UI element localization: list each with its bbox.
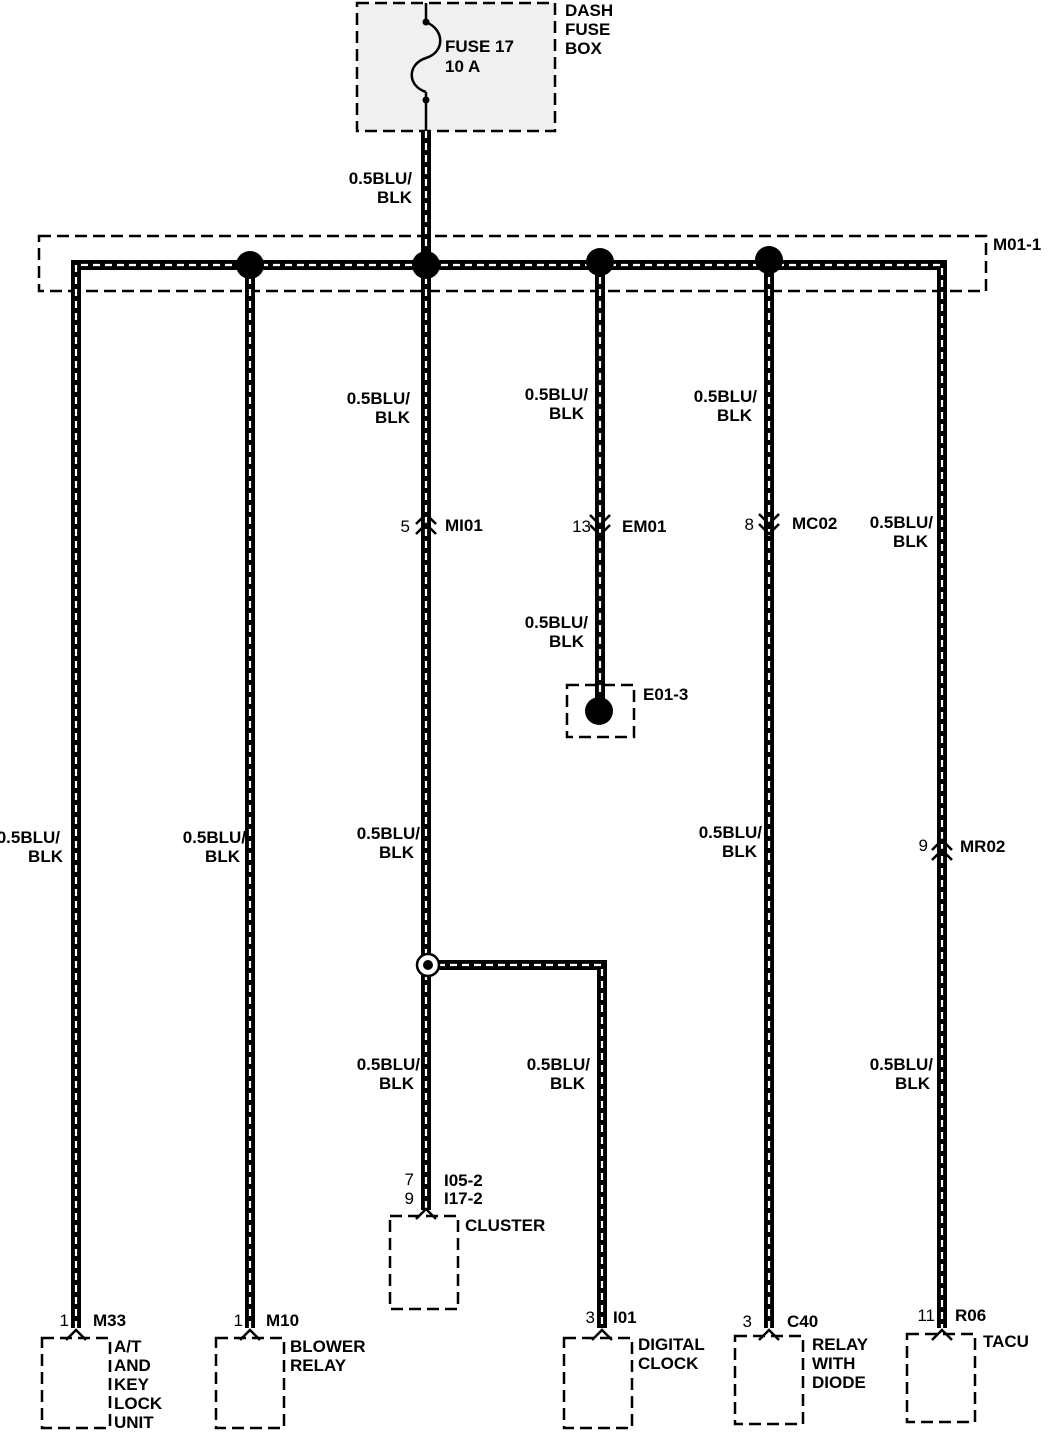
ground-box <box>565 683 636 739</box>
wire-label-m10-color: BLK <box>205 847 241 866</box>
component-i01-symbol <box>591 1328 613 1341</box>
component-r06-symbol <box>931 1328 953 1341</box>
component-m33-label-line1: A/T <box>114 1337 142 1356</box>
component-c40-connector: C40 <box>787 1312 818 1331</box>
cluster-pin-i05: 7 <box>405 1170 414 1189</box>
wire-label-cluster-upper-color: BLK <box>379 843 415 862</box>
component-m10-box <box>214 1336 286 1430</box>
ground-point <box>585 697 613 725</box>
dash-fuse-box <box>355 1 557 133</box>
ground-label: E01-3 <box>643 685 688 704</box>
component-m10-pin: 1 <box>234 1311 243 1330</box>
wire-label-mi01-size: 0.5BLU/ <box>347 389 411 408</box>
fuse-box-label-line3: BOX <box>565 39 603 58</box>
component-m10-label-line1: BLOWER <box>290 1337 366 1356</box>
component-i01-connector: I01 <box>613 1308 637 1327</box>
connector-mc02-symbol <box>758 513 780 536</box>
wire-label-r06-size: 0.5BLU/ <box>870 1055 934 1074</box>
fuse-box-label-line2: FUSE <box>565 20 610 39</box>
component-i01-label-line1: DIGITAL <box>638 1335 705 1354</box>
wire-label-c40-size: 0.5BLU/ <box>699 823 763 842</box>
cluster-box <box>388 1214 460 1311</box>
cluster-connector-i17: I17-2 <box>444 1189 483 1208</box>
wire-label-tacu-upper-color: BLK <box>893 532 929 551</box>
splice-dot-2 <box>412 251 440 279</box>
cluster-splice-point <box>415 952 441 978</box>
component-i01-pin: 3 <box>586 1308 595 1327</box>
wire-label-em01-size: 0.5BLU/ <box>525 385 589 404</box>
wire-label-i01-size: 0.5BLU/ <box>527 1055 591 1074</box>
connector-mc02-pin: 8 <box>745 515 754 534</box>
cluster-connector-symbol <box>415 1207 437 1220</box>
wire-label-cluster-lower-size: 0.5BLU/ <box>357 1055 421 1074</box>
connector-em01-symbol <box>589 514 611 537</box>
fuse-name: FUSE 17 <box>445 37 514 56</box>
component-c40-box <box>733 1334 805 1426</box>
wire-label-ground-color: BLK <box>549 632 585 651</box>
wire-label-tacu-upper-size: 0.5BLU/ <box>870 513 934 532</box>
wire-label-cluster-lower-color: BLK <box>379 1074 415 1093</box>
component-r06-pin: 11 <box>917 1306 935 1325</box>
component-c40-label-line1: RELAY <box>812 1335 869 1354</box>
component-m10-symbol <box>239 1328 261 1341</box>
splice-dot-4 <box>755 246 783 274</box>
connector-mr02-id: MR02 <box>960 837 1005 856</box>
fuse-box-label-line1: DASH <box>565 1 613 20</box>
component-m10-label-line2: RELAY <box>290 1356 347 1375</box>
component-m33-connector: M33 <box>93 1311 126 1330</box>
wire-label-cluster-upper-size: 0.5BLU/ <box>357 824 421 843</box>
connector-mr02-pin: 9 <box>919 836 928 855</box>
component-r06-box <box>905 1332 977 1424</box>
wire-label-m33-size: 0.5BLU/ <box>0 828 60 847</box>
component-c40-pin: 3 <box>743 1312 752 1331</box>
connector-mi01-symbol <box>415 512 437 535</box>
component-m33-box <box>40 1336 112 1430</box>
component-i01-label-line2: CLOCK <box>638 1354 699 1373</box>
wire-label-i01-color: BLK <box>550 1074 586 1093</box>
connector-em01-pin: 13 <box>572 517 591 536</box>
connector-em01-id: EM01 <box>622 517 666 536</box>
component-m33-symbol <box>65 1328 87 1341</box>
component-m33-label-line4: LOCK <box>114 1394 163 1413</box>
component-c40-label-line2: WITH <box>812 1354 855 1373</box>
cluster-connector-i05: I05-2 <box>444 1171 483 1190</box>
connector-mc02-id: MC02 <box>792 514 837 533</box>
fuse-rating: 10 A <box>445 57 480 76</box>
splice-box-m01-1 <box>37 234 988 293</box>
wire-label-mc02-color: BLK <box>717 406 753 425</box>
component-m33-label-line3: KEY <box>114 1375 150 1394</box>
component-c40-label-line3: DIODE <box>812 1373 866 1392</box>
component-m33-pin: 1 <box>60 1311 69 1330</box>
connector-mi01-pin: 5 <box>401 517 410 536</box>
component-r06-label-line1: TACU <box>983 1332 1029 1351</box>
cluster-label: CLUSTER <box>465 1216 545 1235</box>
wire-label-m10-size: 0.5BLU/ <box>183 828 247 847</box>
splice-box-label: M01-1 <box>993 235 1041 254</box>
wire-label-r06-color: BLK <box>895 1074 931 1093</box>
connector-mr02-symbol <box>931 838 953 861</box>
component-m10-connector: M10 <box>266 1311 299 1330</box>
wire-label-mc02-size: 0.5BLU/ <box>694 387 758 406</box>
fuse-17-symbol <box>410 3 442 131</box>
wire-label-c40-color: BLK <box>722 842 758 861</box>
wire-label-em01-color: BLK <box>549 404 585 423</box>
wire-label-mi01-color: BLK <box>375 408 411 427</box>
component-m33-label-line2: AND <box>114 1356 151 1375</box>
component-i01-box <box>562 1336 634 1430</box>
wire-harness <box>71 131 947 1328</box>
splice-dot-1 <box>236 251 264 279</box>
wire-label-fuse-size: 0.5BLU/ <box>349 169 413 188</box>
connector-mi01-id: MI01 <box>445 516 483 535</box>
wire-label-m33-color: BLK <box>28 847 64 866</box>
component-r06-connector: R06 <box>955 1306 986 1325</box>
component-m33-label-line5: UNIT <box>114 1413 154 1432</box>
cluster-pin-i17: 9 <box>405 1189 414 1208</box>
splice-dot-3 <box>586 248 614 276</box>
wire-label-fuse-color: BLK <box>377 188 413 207</box>
wire-label-ground-size: 0.5BLU/ <box>525 613 589 632</box>
